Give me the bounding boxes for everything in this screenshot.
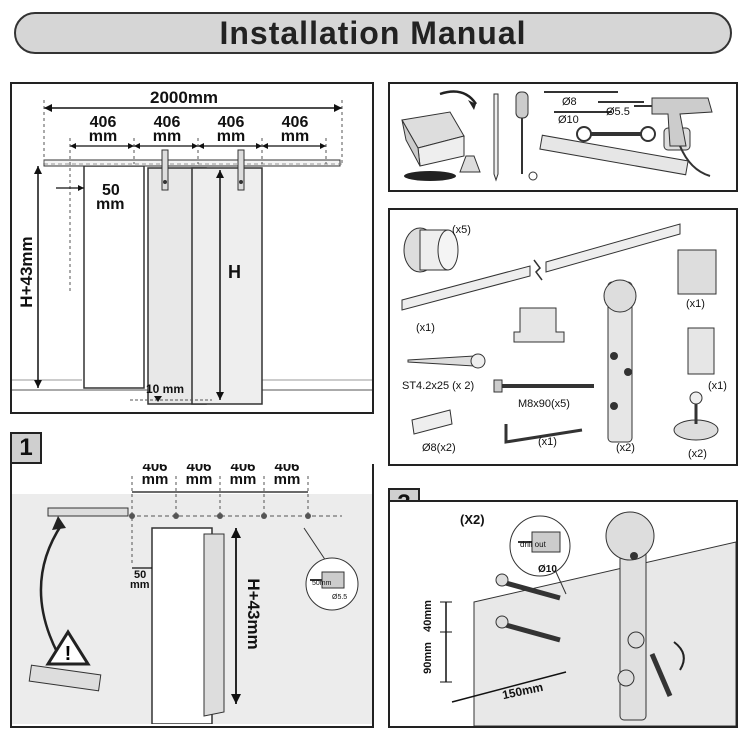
step-3-diagram	[440, 511, 736, 726]
lag-bolt-icon	[493, 379, 594, 393]
spirit-level-icon	[539, 134, 689, 176]
step3-spacing-40: 40mm	[421, 600, 434, 632]
total-width-label: 2000mm	[150, 88, 219, 107]
spacing-1-label: 406 mm	[78, 114, 128, 145]
step1-spacing-4: 406 mm	[268, 464, 306, 488]
step1-spacing-2-unit: mm	[185, 471, 213, 488]
step-1-diagram: !	[12, 476, 372, 724]
svg-text:!: !	[65, 643, 72, 665]
step3-drill-size: Ø10	[538, 564, 557, 575]
screwdriver-icon	[515, 91, 538, 181]
spacing-1-unit: mm	[88, 128, 118, 145]
step1-spacing-2: 406 mm	[180, 464, 218, 488]
step1-offset: 50 mm	[130, 569, 150, 591]
track-rail-icon	[401, 223, 681, 311]
screw-label: ST4.2x25 (x 2)	[402, 380, 475, 392]
step-1-number: 1	[10, 432, 42, 464]
step1-spacing-2-value: 406	[186, 464, 212, 475]
offset-label: 50 mm	[96, 182, 125, 213]
step1-spacing-3-value: 406	[230, 464, 256, 475]
step1-height-label: H+43mm	[244, 578, 263, 650]
step-3-panel: (X2) drill out Ø10 40mm 90mm 150mm	[388, 500, 738, 728]
drill-bit-10-label: Ø10	[558, 114, 579, 126]
step1-offset-value: 50	[134, 569, 147, 581]
page-title: Installation Manual	[219, 14, 527, 51]
drill-bit-5-5-label: Ø5.5	[606, 106, 630, 118]
step1-spacing-1-value: 406	[142, 464, 168, 475]
wall-anchor-icon	[411, 409, 453, 435]
parts-panel: (x5) (x1) (x1) ST4.2x25 (x 2) M8x90(x5) …	[388, 208, 738, 466]
overview-diagram	[12, 100, 372, 405]
wall-bracket-icon	[677, 249, 717, 375]
wrench-qty: (x1)	[538, 436, 557, 448]
offset-unit: mm	[96, 196, 125, 213]
spacing-4-value: 406	[281, 114, 309, 131]
step1-spacing-1: 406 mm	[136, 464, 174, 488]
step1-spacing-3: 406 mm	[224, 464, 262, 488]
hex-key-icon	[504, 424, 583, 444]
spacing-3-value: 406	[217, 114, 245, 131]
tools-diagram	[401, 90, 713, 182]
step1-drill-size: Ø5.5	[332, 594, 348, 601]
step1-spacing-4-value: 406	[274, 464, 300, 475]
spacing-1-value: 406	[89, 114, 117, 131]
power-drill-icon	[634, 97, 713, 177]
warning-icon: !	[45, 629, 91, 666]
floor-stop-icon	[673, 391, 719, 441]
drill-bit-8-label: Ø8	[562, 96, 577, 108]
tools-panel: Ø8 Ø10 Ø5.5	[388, 82, 738, 192]
step1-offset-unit: mm	[130, 579, 150, 591]
bracket-qty: (x1)	[686, 298, 705, 310]
step1-spacing-1-unit: mm	[141, 471, 169, 488]
hanger-qty: (x2)	[616, 442, 635, 454]
spacing-2-value: 406	[153, 114, 181, 131]
parts-diagram	[401, 223, 719, 444]
offset-value: 50	[102, 182, 120, 199]
step3-qty-label: (X2)	[460, 512, 485, 527]
spacing-2-unit: mm	[152, 128, 182, 145]
step1-spacing-4-unit: mm	[273, 471, 301, 488]
step-1-panel: ! 406 mm 406 mm 406 mm 406 mm 50 mm H+43…	[10, 464, 374, 728]
door-hanger-icon	[603, 279, 637, 443]
wrench-icon	[576, 126, 656, 142]
toolbox-icon	[401, 90, 478, 167]
step3-wrench-icon	[649, 641, 685, 697]
bolt-label: M8x90(x5)	[518, 398, 570, 410]
spacing-2-label: 406 mm	[142, 114, 192, 145]
roller-stopper-qty: (x5)	[452, 224, 471, 236]
spacing-3-unit: mm	[216, 128, 246, 145]
guide-qty: (x1)	[708, 380, 727, 392]
step3-spacing-90: 90mm	[421, 642, 434, 674]
title-bar: Installation Manual	[14, 12, 732, 54]
spacing-4-label: 406 mm	[270, 114, 320, 145]
floor-guide-icon	[513, 307, 565, 343]
spacing-3-label: 406 mm	[206, 114, 256, 145]
spacing-4-unit: mm	[280, 128, 310, 145]
step1-drill-depth: 50mm	[312, 580, 332, 587]
drill-callout-icon	[303, 527, 359, 611]
overview-panel: 2000mm 406 mm 406 mm 406 mm 406 mm 50 mm…	[10, 82, 374, 414]
step3-drill-label: drill out	[520, 540, 546, 549]
anchor-label: Ø8(x2)	[422, 442, 456, 454]
left-height-label: H+43mm	[17, 236, 36, 308]
roller-stopper-icon	[403, 227, 459, 273]
door-height-label: H	[228, 262, 241, 282]
floor-stop-qty: (x2)	[688, 448, 707, 460]
step3-drill-callout-icon	[509, 515, 571, 595]
rail-qty: (x1)	[416, 322, 435, 334]
floor-gap-label: 10 mm	[146, 382, 185, 396]
step1-spacing-3-unit: mm	[229, 471, 257, 488]
wood-screw-icon	[407, 353, 486, 369]
